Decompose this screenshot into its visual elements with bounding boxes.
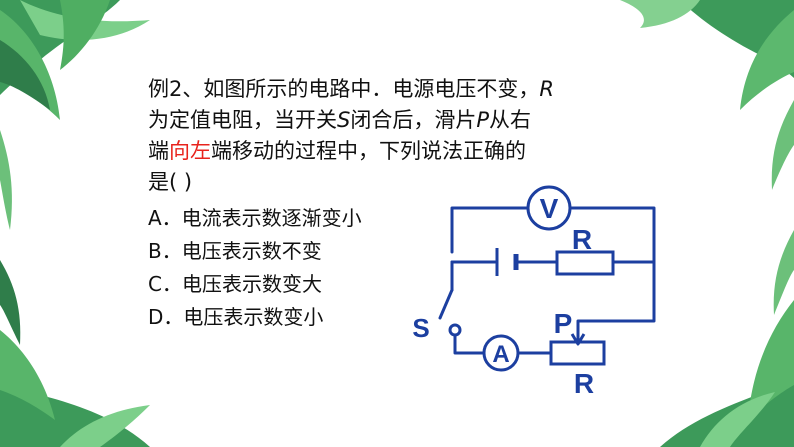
top-right-leaves-icon xyxy=(620,0,794,190)
switch-contact xyxy=(448,323,462,337)
wire-right-down xyxy=(576,260,656,342)
bottom-right-leaves-icon xyxy=(660,230,794,447)
question-line2-a: 为定值电阻，当开关 xyxy=(148,108,337,132)
voltmeter-icon xyxy=(526,185,572,231)
top-left-leaves-icon xyxy=(0,0,150,230)
question-line2-b: 闭合后，滑片 xyxy=(350,108,477,132)
ammeter-symbol: A xyxy=(492,341,509,368)
option-a[interactable]: A．电流表示数逐渐变小 xyxy=(148,206,362,230)
resistor-label: R xyxy=(572,224,592,255)
question-line3-b: 端移动的过程中，下列说法正确的 xyxy=(211,139,526,163)
wire-top-right xyxy=(569,206,656,264)
voltmeter-symbol: V xyxy=(540,193,559,224)
question-text: 例2、如图所示的电路中．电源电压不变，R 为定值电阻，当开关S闭合后，滑片P从右… xyxy=(148,74,668,198)
fixed-resistor xyxy=(555,250,615,276)
question-line3-a: 端 xyxy=(148,139,169,163)
question-line-2: 为定值电阻，当开关S闭合后，滑片P从右 xyxy=(148,105,668,136)
highlight-direction: 向左 xyxy=(169,139,211,163)
question-line-1: 例2、如图所示的电路中．电源电压不变，R xyxy=(148,74,668,105)
ammeter-icon xyxy=(482,334,520,372)
wire-top-left xyxy=(450,206,529,254)
slider-label: P xyxy=(554,308,573,339)
switch-label: S xyxy=(412,313,429,343)
variable-p: P xyxy=(476,108,490,132)
question-prefix: 例2、如图所示的电路中．电源电压不变， xyxy=(148,77,540,101)
variable-s: S xyxy=(337,108,351,132)
question-line-3: 端向左端移动的过程中，下列说法正确的 xyxy=(148,136,668,167)
option-b[interactable]: B．电压表示数不变 xyxy=(148,239,322,263)
variable-r: R xyxy=(539,77,554,101)
answer-options: A．电流表示数逐渐变小 B．电压表示数不变 C．电压表示数变大 D．电压表示数变… xyxy=(148,202,362,334)
rheostat-label: R xyxy=(574,368,594,399)
bottom-left-leaves-icon xyxy=(0,260,150,447)
question-line2-c: 从右 xyxy=(489,108,532,132)
option-d[interactable]: D．电压表示数变小 xyxy=(148,305,324,329)
slider-arrow-icon xyxy=(570,333,586,346)
switch-blade xyxy=(438,288,454,320)
wire-bottom-left xyxy=(453,333,486,355)
option-c[interactable]: C．电压表示数变大 xyxy=(148,272,322,296)
question-line-4: 是( ) xyxy=(148,170,193,194)
